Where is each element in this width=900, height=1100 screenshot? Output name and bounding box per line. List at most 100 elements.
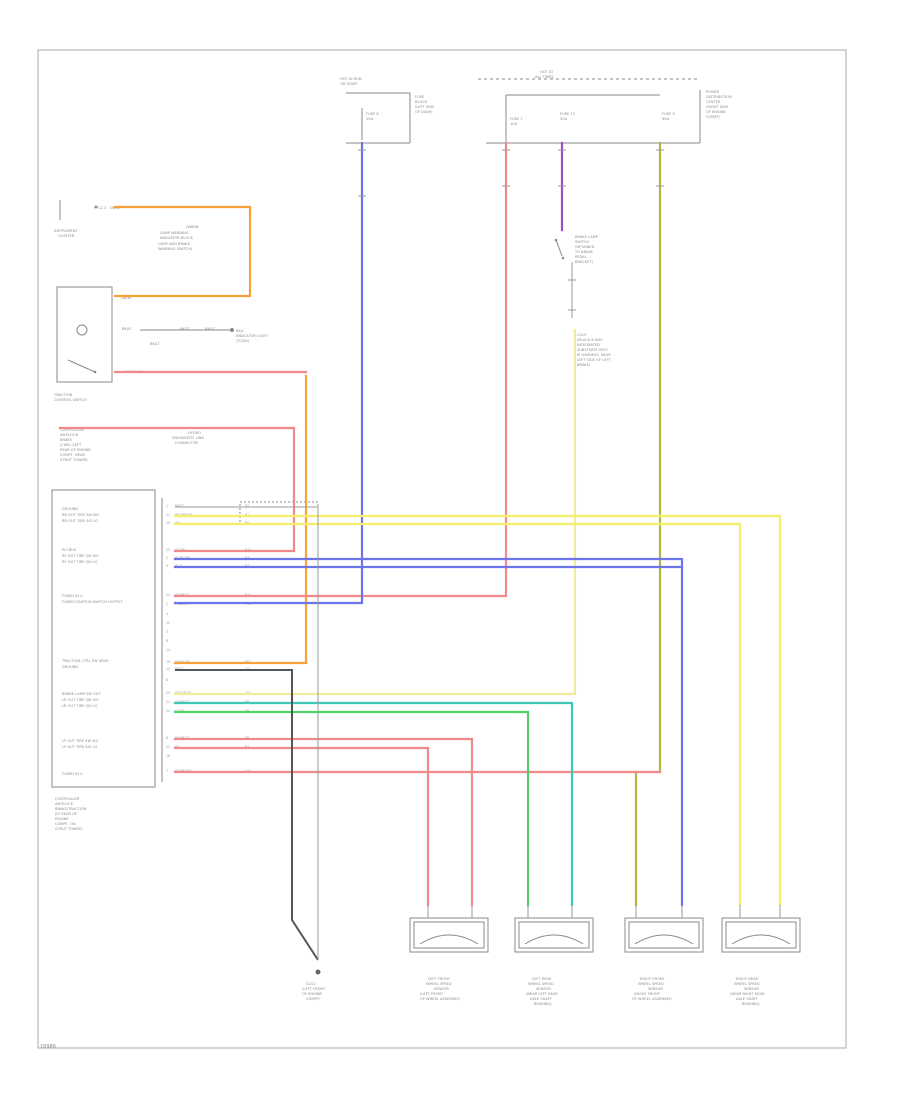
svg-text:LAMP WARNING: LAMP WARNING: [160, 231, 189, 235]
svg-text:GROUND: GROUND: [62, 665, 78, 669]
svg-text:BRAKE LAMP SW OUT: BRAKE LAMP SW OUT: [62, 692, 101, 696]
svg-text:ALL TIMES: ALL TIMES: [535, 75, 554, 79]
svg-text:20: 20: [166, 709, 170, 713]
svg-text:(RETAINED: (RETAINED: [575, 245, 595, 249]
svg-text:22: 22: [166, 745, 170, 749]
svg-text:4: 4: [166, 612, 168, 616]
svg-text:DISTRIBUTION: DISTRIBUTION: [706, 95, 732, 99]
svg-text:PEDAL: PEDAL: [575, 255, 587, 259]
svg-text:INTEGRATED: INTEGRATED: [577, 343, 600, 347]
svg-text:7: 7: [166, 769, 168, 773]
svg-text:25: 25: [166, 548, 170, 552]
svg-text:OF WHEEL ASSEMBLY): OF WHEEL ASSEMBLY): [632, 997, 673, 1001]
svg-text:24: 24: [166, 593, 170, 597]
svg-text:COMPT, ON: COMPT, ON: [55, 822, 76, 826]
svg-text:FUSED B(+): FUSED B(+): [62, 772, 84, 776]
svg-text:TO BRAKE: TO BRAKE: [574, 250, 594, 254]
svg-text:FUSE 7: FUSE 7: [510, 117, 523, 121]
svg-text:INDICATOR LIGHT: INDICATOR LIGHT: [236, 334, 268, 338]
svg-text:8: 8: [166, 678, 168, 682]
svg-text:ANTILOCK: ANTILOCK: [60, 433, 79, 437]
svg-text:40A: 40A: [662, 117, 670, 121]
svg-text:BRAKE: BRAKE: [60, 438, 73, 442]
svg-text:(LT REAR OF: (LT REAR OF: [55, 812, 77, 816]
svg-text:COMPT): COMPT): [306, 997, 321, 1001]
svg-text:(RIGHT SIDE: (RIGHT SIDE: [706, 105, 729, 109]
svg-text:COMPT, NEAR: COMPT, NEAR: [60, 453, 86, 457]
svg-text:ANTILOCK: ANTILOCK: [55, 802, 74, 806]
svg-text:INSTRUMENT: INSTRUMENT: [54, 229, 78, 233]
svg-text:(LEFT FRONT: (LEFT FRONT: [420, 992, 444, 996]
svg-text:SENSOR: SENSOR: [434, 987, 449, 991]
svg-text:LEFT REAR: LEFT REAR: [532, 977, 552, 981]
svg-text:GROUND: GROUND: [62, 507, 78, 511]
svg-text:FUSE 15: FUSE 15: [560, 112, 575, 116]
wire-dark-ground: [175, 669, 319, 961]
svg-text:POWER: POWER: [706, 90, 720, 94]
svg-text:20A: 20A: [560, 117, 568, 121]
svg-text:LR OUT TIRE SIG LO: LR OUT TIRE SIG LO: [62, 704, 98, 708]
wire-gray-ground: [175, 506, 319, 960]
svg-text:DIAGNOSTIC LINK: DIAGNOSTIC LINK: [172, 436, 204, 440]
svg-text:BK/LT: BK/LT: [180, 327, 191, 331]
svg-text:LAMP AND BRAKE: LAMP AND BRAKE: [158, 242, 191, 246]
svg-text:CLUSTER: CLUSTER: [58, 234, 75, 238]
svg-text:RIGHT FRONT: RIGHT FRONT: [640, 977, 665, 981]
svg-text:FUSED IGNITION SWITCH OUTPUT: FUSED IGNITION SWITCH OUTPUT: [62, 600, 123, 604]
wire-teal-lr-sig: [173, 701, 574, 907]
svg-text:WARNING SWITCH): WARNING SWITCH): [158, 247, 193, 251]
wire-red-fuse7: [173, 141, 508, 598]
svg-text:10A: 10A: [366, 117, 374, 121]
wire-red-lf-lo: [173, 746, 430, 907]
svg-text:10A: 10A: [510, 122, 518, 126]
svg-text:23: 23: [166, 691, 170, 695]
svg-text:RR OUT TIRE SW SIG: RR OUT TIRE SW SIG: [62, 513, 99, 517]
svg-text:LEFT FRONT: LEFT FRONT: [428, 977, 451, 981]
wire-green-lr-lo: [173, 710, 530, 907]
svg-text:SWITCH: SWITCH: [575, 240, 589, 244]
svg-text:CONTROL SWITCH: CONTROL SWITCH: [54, 398, 87, 402]
svg-text:C219: C219: [577, 333, 587, 337]
svg-text:19: 19: [166, 660, 170, 664]
svg-text:OF ENGINE: OF ENGINE: [706, 110, 727, 114]
svg-text:21: 21: [166, 700, 170, 704]
svg-text:WHEEL SPEED: WHEEL SPEED: [734, 982, 760, 986]
svg-text:OR START: OR START: [340, 82, 358, 86]
svg-text:BK/LT: BK/LT: [175, 504, 184, 508]
svg-text:1: 1: [166, 504, 168, 508]
svg-text:COMPT): COMPT): [706, 115, 721, 119]
svg-text:C2 1: C2 1: [98, 206, 106, 210]
svg-text:18: 18: [166, 754, 170, 758]
svg-text:FUSE 3: FUSE 3: [662, 112, 675, 116]
svg-text:RIGHT REAR: RIGHT REAR: [736, 977, 759, 981]
svg-text:CONTROLLER: CONTROLLER: [60, 428, 85, 432]
svg-text:IP HARNESS, NEAR: IP HARNESS, NEAR: [577, 353, 611, 357]
svg-text:DB/W: DB/W: [121, 296, 131, 300]
svg-text:WHEEL SPEED: WHEEL SPEED: [638, 982, 664, 986]
wire-yellow-rr-sig: [173, 514, 782, 907]
wire-yellow-rr-lo: [173, 522, 742, 907]
svg-text:OF WHEEL ASSEMBLY): OF WHEEL ASSEMBLY): [420, 997, 461, 1001]
wire-blue-rf-sig: [173, 557, 684, 907]
svg-text:SENSOR: SENSOR: [536, 987, 551, 991]
svg-text:BEARING): BEARING): [534, 1002, 552, 1006]
svg-text:13: 13: [166, 667, 170, 671]
svg-text:WHEEL SPEED: WHEEL SPEED: [528, 982, 554, 986]
connector-marks: [358, 149, 664, 311]
svg-text:SENSOR: SENSOR: [648, 987, 663, 991]
svg-text:HOT AT: HOT AT: [540, 70, 554, 74]
svg-text:TRACTION: TRACTION: [53, 393, 73, 397]
svg-text:10: 10: [166, 521, 170, 525]
wire-orange-cluster: [113, 205, 252, 298]
svg-text:BK/L: BK/L: [236, 329, 244, 333]
svg-text:3: 3: [166, 630, 168, 634]
